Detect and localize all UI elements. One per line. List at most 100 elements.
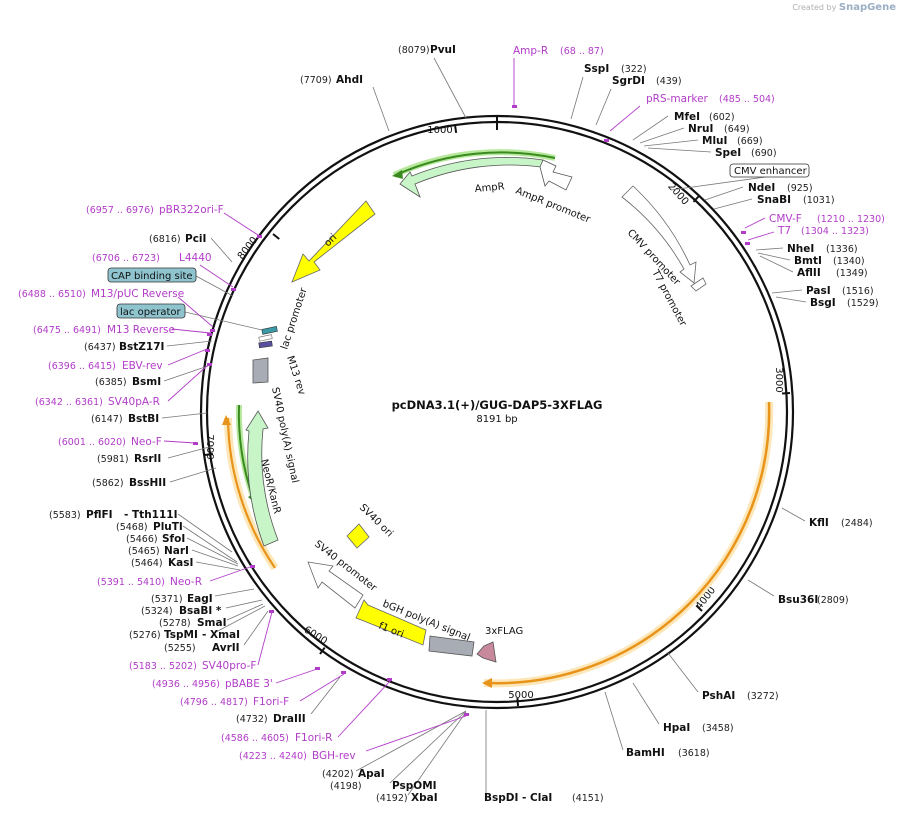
enzyme-position: (5862)	[92, 478, 124, 489]
enzyme-name: HpaI	[663, 722, 690, 734]
primer-name: Amp-R	[513, 45, 548, 57]
primer-range: (5183 .. 5202)	[129, 661, 197, 672]
enzyme-extra: - XmaI	[202, 629, 240, 641]
enzyme-leader	[747, 579, 775, 597]
enzyme-leader	[643, 139, 699, 147]
enzyme-name: BsmI	[132, 376, 161, 388]
primer-range: (5391 .. 5410)	[97, 577, 165, 588]
primer-name: T7	[777, 225, 791, 237]
enzyme-position: (1516)	[842, 286, 874, 297]
enzyme-leader	[226, 603, 264, 621]
enzyme-leader	[166, 340, 213, 347]
enzyme-name: MfeI	[674, 111, 700, 123]
enzyme-leader	[704, 186, 744, 201]
primer-name: Neo-F	[131, 436, 162, 448]
primer-leader	[167, 364, 209, 402]
enzyme-position: (5465)	[128, 546, 160, 557]
enzyme-name: NruI	[688, 123, 713, 135]
enzyme-leader	[757, 252, 791, 261]
enzyme-name: PspOMI	[392, 780, 437, 792]
primer-name: EBV-rev	[122, 360, 163, 372]
enzyme-name: EagI	[187, 593, 213, 605]
enzyme-leader	[161, 412, 208, 419]
enzyme-position: (4732)	[236, 714, 268, 725]
enzyme-leader	[771, 289, 803, 294]
primer-range: (4223 .. 4240)	[239, 751, 307, 762]
enzyme-name: SnaBI	[757, 194, 791, 206]
tick-mark	[272, 233, 280, 240]
enzyme-name: BsgI	[810, 297, 836, 309]
primer-leader	[163, 440, 196, 444]
enzyme-leader	[775, 296, 807, 303]
leader-lines	[184, 170, 810, 331]
primer-site-mark	[207, 333, 212, 336]
enzyme-name: PshAI	[702, 690, 735, 702]
enzyme-leader	[225, 599, 263, 609]
enzyme-name: BstBI	[128, 413, 159, 425]
primer-name: SV40pro-F	[202, 660, 256, 672]
primer-site-mark	[512, 105, 517, 108]
enzyme-leader	[214, 588, 255, 597]
neo-orf-arrowhead	[222, 415, 231, 425]
enzyme-name: DraIII	[273, 713, 306, 725]
enzyme-name: NheI	[787, 243, 814, 255]
enzyme-position: (5468)	[116, 522, 148, 533]
primer-site-mark	[207, 363, 212, 366]
enzyme-leader	[372, 86, 390, 132]
plasmid-size: 8191 bp	[476, 414, 517, 425]
f1-ori-feature	[355, 599, 427, 646]
enzyme-position: (5278)	[159, 618, 191, 629]
enzyme-position: (1336)	[826, 244, 858, 255]
feature-leader	[195, 275, 234, 297]
enzyme-leader	[595, 88, 612, 126]
enzyme-leader	[755, 247, 784, 251]
primer-name: F1ori-F	[253, 696, 289, 708]
primer-site-mark	[387, 678, 392, 681]
feature-leader	[184, 311, 263, 331]
enzyme-name: BssHII	[129, 477, 166, 489]
enzyme-name: BspDI	[484, 792, 518, 804]
lac-promoter-label: lac promoter	[279, 286, 310, 351]
primer-leader	[209, 566, 251, 582]
orf-glow	[483, 401, 774, 688]
sv40-promoter-feature	[307, 561, 364, 609]
enzyme-name: PflFI	[86, 509, 113, 521]
primer-site-mark	[315, 667, 320, 670]
credit-prefix: Created by	[792, 3, 837, 12]
enzyme-position: (2484)	[841, 518, 873, 529]
cmv-enhancer-box	[729, 163, 810, 178]
enzyme-name: RsrII	[134, 453, 161, 465]
primer-leader	[223, 212, 259, 236]
tick-mark	[695, 604, 703, 612]
enzyme-leader	[604, 691, 624, 751]
lac-promoter-mark	[258, 334, 273, 342]
enzyme-name: NarI	[164, 545, 189, 557]
flag-feature	[476, 641, 497, 663]
enzyme-position: (5981)	[97, 454, 129, 465]
enzyme-position: (6385)	[95, 377, 127, 388]
primer-range: (1304 .. 1323)	[801, 226, 869, 237]
primer-range: (6488 .. 6510)	[18, 289, 86, 300]
enzyme-name: BstZ17I	[119, 341, 164, 353]
sv40-polya-label: SV40 poly(A) signal	[269, 386, 300, 484]
tick-label: 1000	[427, 125, 452, 136]
enzyme-position: (5276)	[129, 630, 161, 641]
enzyme-position: (322)	[621, 64, 647, 75]
enzyme-position: (4198)	[330, 781, 362, 792]
enzyme-leader	[186, 537, 239, 565]
primer-site-mark	[205, 349, 210, 352]
enzyme-name: KflI	[809, 517, 829, 529]
enzyme-position: (439)	[656, 76, 682, 87]
primer-leader	[747, 231, 775, 241]
primer-name: Neo-R	[170, 576, 202, 588]
enzyme-leader	[389, 710, 467, 784]
primer-range: (6396 .. 6415)	[48, 361, 116, 372]
primer-leader	[275, 668, 318, 684]
ampr-promoter-feature	[539, 159, 573, 191]
primer-range: (4796 .. 4817)	[180, 697, 248, 708]
tick-mark	[204, 452, 214, 456]
cmv-enhancer-label: CMV enhancer	[734, 166, 808, 177]
primer-name: M13/pUC Reverse	[91, 288, 184, 300]
enzyme-extra: - Tth111I	[124, 509, 178, 521]
